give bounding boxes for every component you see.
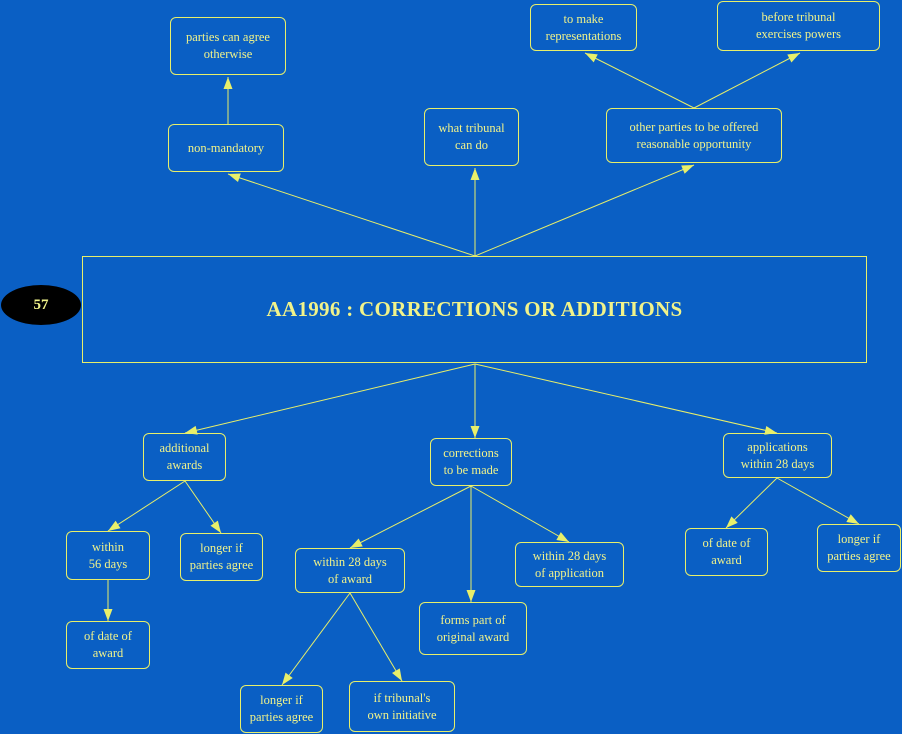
arrowhead-14 <box>466 590 476 602</box>
node-longer-if-parties-agree-2: longer if parties agree <box>240 685 323 733</box>
node-of-date-of-award-1: of date of award <box>66 621 150 669</box>
node-other-parties-offered-opportunity: other parties to be offered reasonable o… <box>606 108 782 163</box>
node-forms-part-of-original-award: forms part of original award <box>419 602 527 655</box>
node-non-mandatory: non-mandatory <box>168 124 284 172</box>
connector-line-13 <box>349 485 472 549</box>
connector-line-5 <box>584 52 695 109</box>
arrowhead-16 <box>282 672 293 685</box>
arrowhead-1 <box>228 173 241 183</box>
arrowhead-2 <box>470 168 480 180</box>
node-to-make-representations: to make representations <box>530 4 637 51</box>
node-within-28-days-of-application: within 28 days of application <box>515 542 624 587</box>
arrowhead-4 <box>223 77 233 89</box>
node-of-date-of-award-2: of date of award <box>685 528 768 576</box>
node-applications-within-28-days: applications within 28 days <box>723 433 832 478</box>
node-before-tribunal-exercises-powers: before tribunal exercises powers <box>717 1 880 51</box>
connector-line-16 <box>281 592 351 686</box>
page-number: 57 <box>33 296 49 313</box>
connector-line-15 <box>470 485 570 543</box>
arrowhead-5 <box>585 53 598 63</box>
node-parties-can-agree-otherwise: parties can agree otherwise <box>170 17 286 75</box>
arrowhead-15 <box>556 532 569 542</box>
arrowhead-9 <box>764 425 777 435</box>
connector-line-10 <box>107 480 186 532</box>
arrowhead-12 <box>103 609 113 621</box>
arrowhead-7 <box>185 425 198 435</box>
node-within-56-days: within 56 days <box>66 531 150 580</box>
node-additional-awards: additional awards <box>143 433 226 481</box>
arrowhead-8 <box>470 426 480 438</box>
central-topic-box: AA1996 : CORRECTIONS OR ADDITIONS <box>82 256 867 363</box>
connector-line-7 <box>184 363 476 434</box>
node-corrections-to-be-made: corrections to be made <box>430 438 512 486</box>
arrowhead-11 <box>210 520 221 533</box>
connector-line-6 <box>693 52 801 109</box>
connector-line-3 <box>474 164 695 257</box>
page-number-badge: 57 <box>1 285 81 325</box>
arrowhead-3 <box>681 165 694 174</box>
central-topic-title: AA1996 : CORRECTIONS OR ADDITIONS <box>266 297 683 321</box>
connector-line-17 <box>349 592 403 682</box>
node-what-tribunal-can-do: what tribunal can do <box>424 108 519 166</box>
arrowhead-10 <box>108 520 121 531</box>
arrowhead-19 <box>846 514 859 524</box>
connector-line-9 <box>474 363 778 434</box>
node-longer-if-parties-agree-3: longer if parties agree <box>817 524 901 572</box>
connector-line-1 <box>227 173 476 257</box>
node-longer-if-parties-agree-1: longer if parties agree <box>180 533 263 581</box>
arrowhead-18 <box>726 516 738 528</box>
node-if-tribunals-own-initiative: if tribunal's own initiative <box>349 681 455 732</box>
connector-line-19 <box>776 477 860 525</box>
node-within-28-days-of-award: within 28 days of award <box>295 548 405 593</box>
arrowhead-6 <box>787 53 800 63</box>
arrowhead-17 <box>392 668 402 681</box>
arrowhead-13 <box>350 538 363 548</box>
